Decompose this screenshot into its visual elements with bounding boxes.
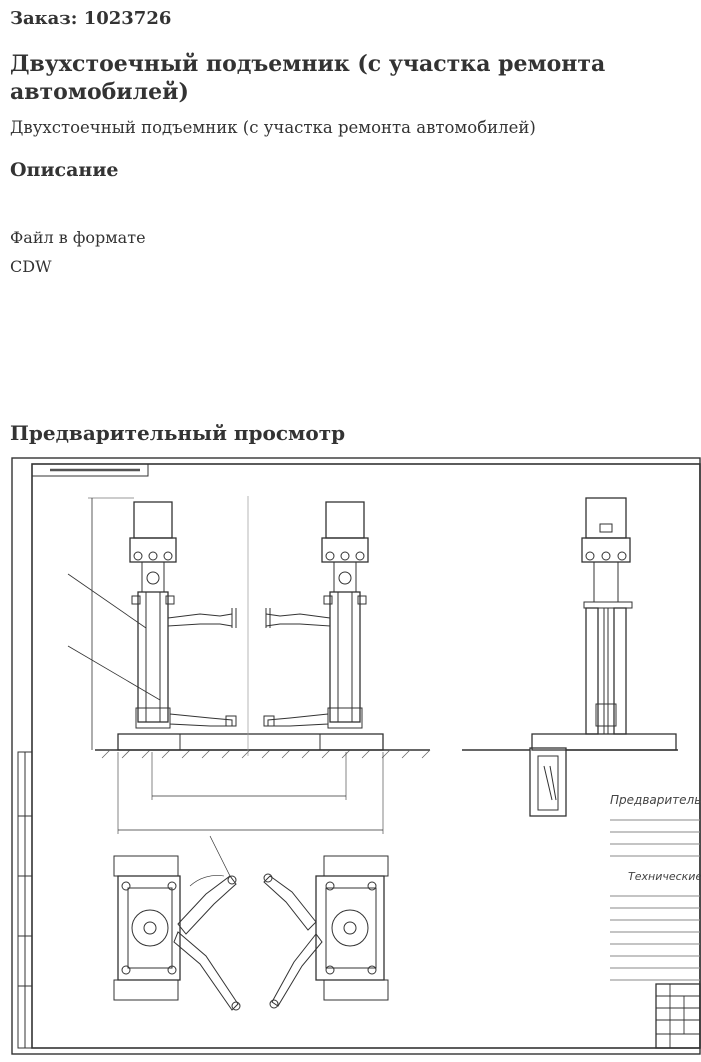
preview-drawing[interactable]: Предварительные требования Технические х… <box>10 456 701 1056</box>
drawing-outer-frame <box>11 457 701 1055</box>
specs-title: Технические характеристики <box>628 870 701 883</box>
lift-front-view <box>67 496 431 834</box>
preview-heading: Предварительный просмотр <box>10 421 346 445</box>
requirements-title: Предварительные требования <box>610 793 701 807</box>
file-format-note: Файл в формате CDW <box>10 228 146 276</box>
order-number: Заказ: 1023726 <box>10 8 172 29</box>
drawing-inner-frame <box>31 463 701 1049</box>
lift-side-view <box>462 497 678 817</box>
description-heading: Описание <box>10 159 119 181</box>
title-block <box>655 983 701 1049</box>
page-subtitle: Двухстоечный подъемник (с участка ремонт… <box>10 118 536 137</box>
technical-notes: Предварительные требования Технические х… <box>610 793 701 883</box>
page-title: Двухстоечный подъемник (с участка ремонт… <box>10 51 606 105</box>
drawing-top-stamp <box>31 463 149 477</box>
lift-top-view <box>113 835 389 1011</box>
